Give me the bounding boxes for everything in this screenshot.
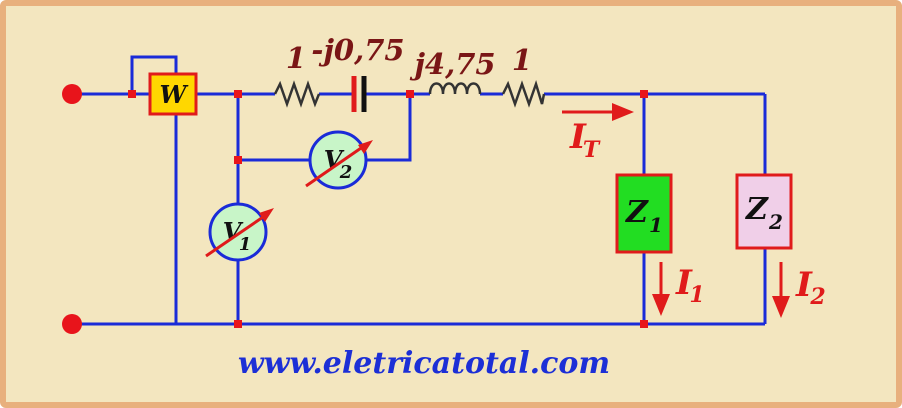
capacitor — [351, 76, 367, 112]
voltmeter-2: V 2 — [305, 130, 373, 190]
current-it-arrow — [562, 103, 634, 121]
voltmeter-2-sub: 2 — [339, 162, 353, 183]
impedance-z1: Z 1 — [615, 173, 673, 254]
inductor — [428, 82, 482, 95]
voltmeter-1-main: V — [223, 217, 244, 246]
current-i2-sub: 2 — [809, 284, 825, 310]
current-i1-main: I — [675, 263, 693, 303]
voltmeter-1: V 1 — [205, 202, 274, 262]
z1-main: Z — [625, 195, 649, 230]
wires — [72, 55, 767, 326]
capacitor-label: -j0,75 — [311, 33, 404, 67]
wattmeter-box — [148, 72, 198, 116]
z2-main: Z — [745, 192, 769, 227]
voltmeter-2-main: V — [324, 145, 345, 174]
input-terminal-bottom — [62, 314, 82, 334]
resistor-2 — [501, 79, 546, 108]
impedance-z2: Z 2 — [735, 173, 793, 250]
resistor-1-label: 1 — [286, 41, 306, 75]
current-it-sub: T — [583, 137, 601, 163]
current-i2-arrow — [772, 262, 790, 318]
current-i1-arrow — [652, 262, 670, 316]
z2-sub: 2 — [768, 210, 783, 234]
z1-sub: 1 — [649, 213, 663, 237]
website-url: www.eletricatotal.com — [238, 346, 610, 381]
input-terminal-top — [62, 84, 82, 104]
junction-dots — [128, 90, 648, 328]
voltmeter-1-sub: 1 — [239, 234, 252, 255]
current-i2-main: I — [795, 265, 813, 305]
resistor-2-label: 1 — [512, 43, 532, 77]
resistor-1 — [273, 80, 321, 108]
current-i1-sub: 1 — [689, 282, 704, 308]
wattmeter-label: W — [160, 80, 189, 109]
current-it-main: I — [569, 117, 587, 157]
inductor-label: j4,75 — [409, 47, 495, 81]
